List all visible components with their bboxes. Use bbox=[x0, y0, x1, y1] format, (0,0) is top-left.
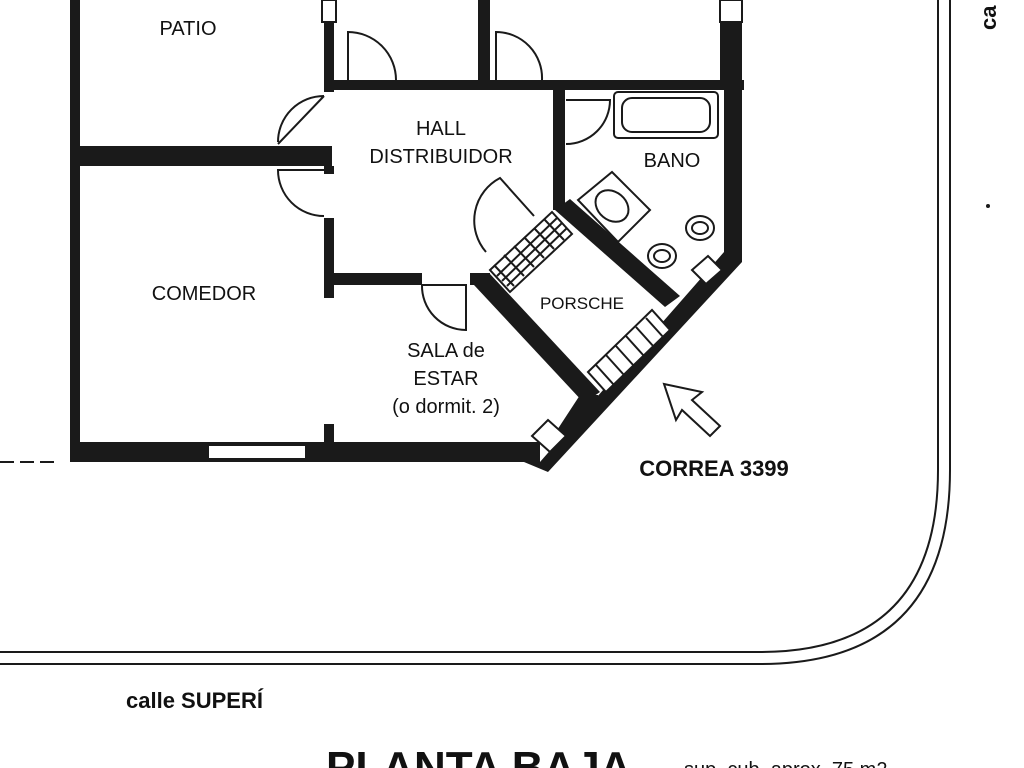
room-label-bano: BANO bbox=[644, 150, 701, 172]
room-label-hall-distribuidor: DISTRIBUIDOR bbox=[369, 146, 512, 168]
street-label-right: ca bbox=[976, 5, 1001, 30]
address-label: CORREA 3399 bbox=[639, 456, 789, 481]
street-label-bottom: calle SUPERÍ bbox=[126, 688, 264, 713]
bathroom-fixtures bbox=[576, 91, 719, 269]
room-label-comedor: COMEDOR bbox=[152, 283, 256, 305]
room-label-patio: PATIO bbox=[159, 18, 216, 40]
walls bbox=[0, 0, 744, 472]
speck-mark bbox=[986, 204, 990, 208]
entrance-arrow-icon bbox=[662, 382, 722, 438]
room-label-porsche: PORSCHE bbox=[540, 294, 624, 313]
room-label-sala: SALA de bbox=[407, 340, 485, 362]
doors bbox=[276, 30, 612, 332]
street-boundary bbox=[0, 0, 951, 665]
room-label-dormit: (o dormit. 2) bbox=[392, 396, 500, 418]
plan-title: PLANTA BAJA bbox=[326, 743, 632, 768]
area-note: sup. cub. aprox. 75 m2 bbox=[684, 759, 887, 768]
room-label-hall: HALL bbox=[416, 118, 466, 140]
stairs bbox=[488, 210, 672, 394]
room-label-estar: ESTAR bbox=[413, 368, 478, 390]
